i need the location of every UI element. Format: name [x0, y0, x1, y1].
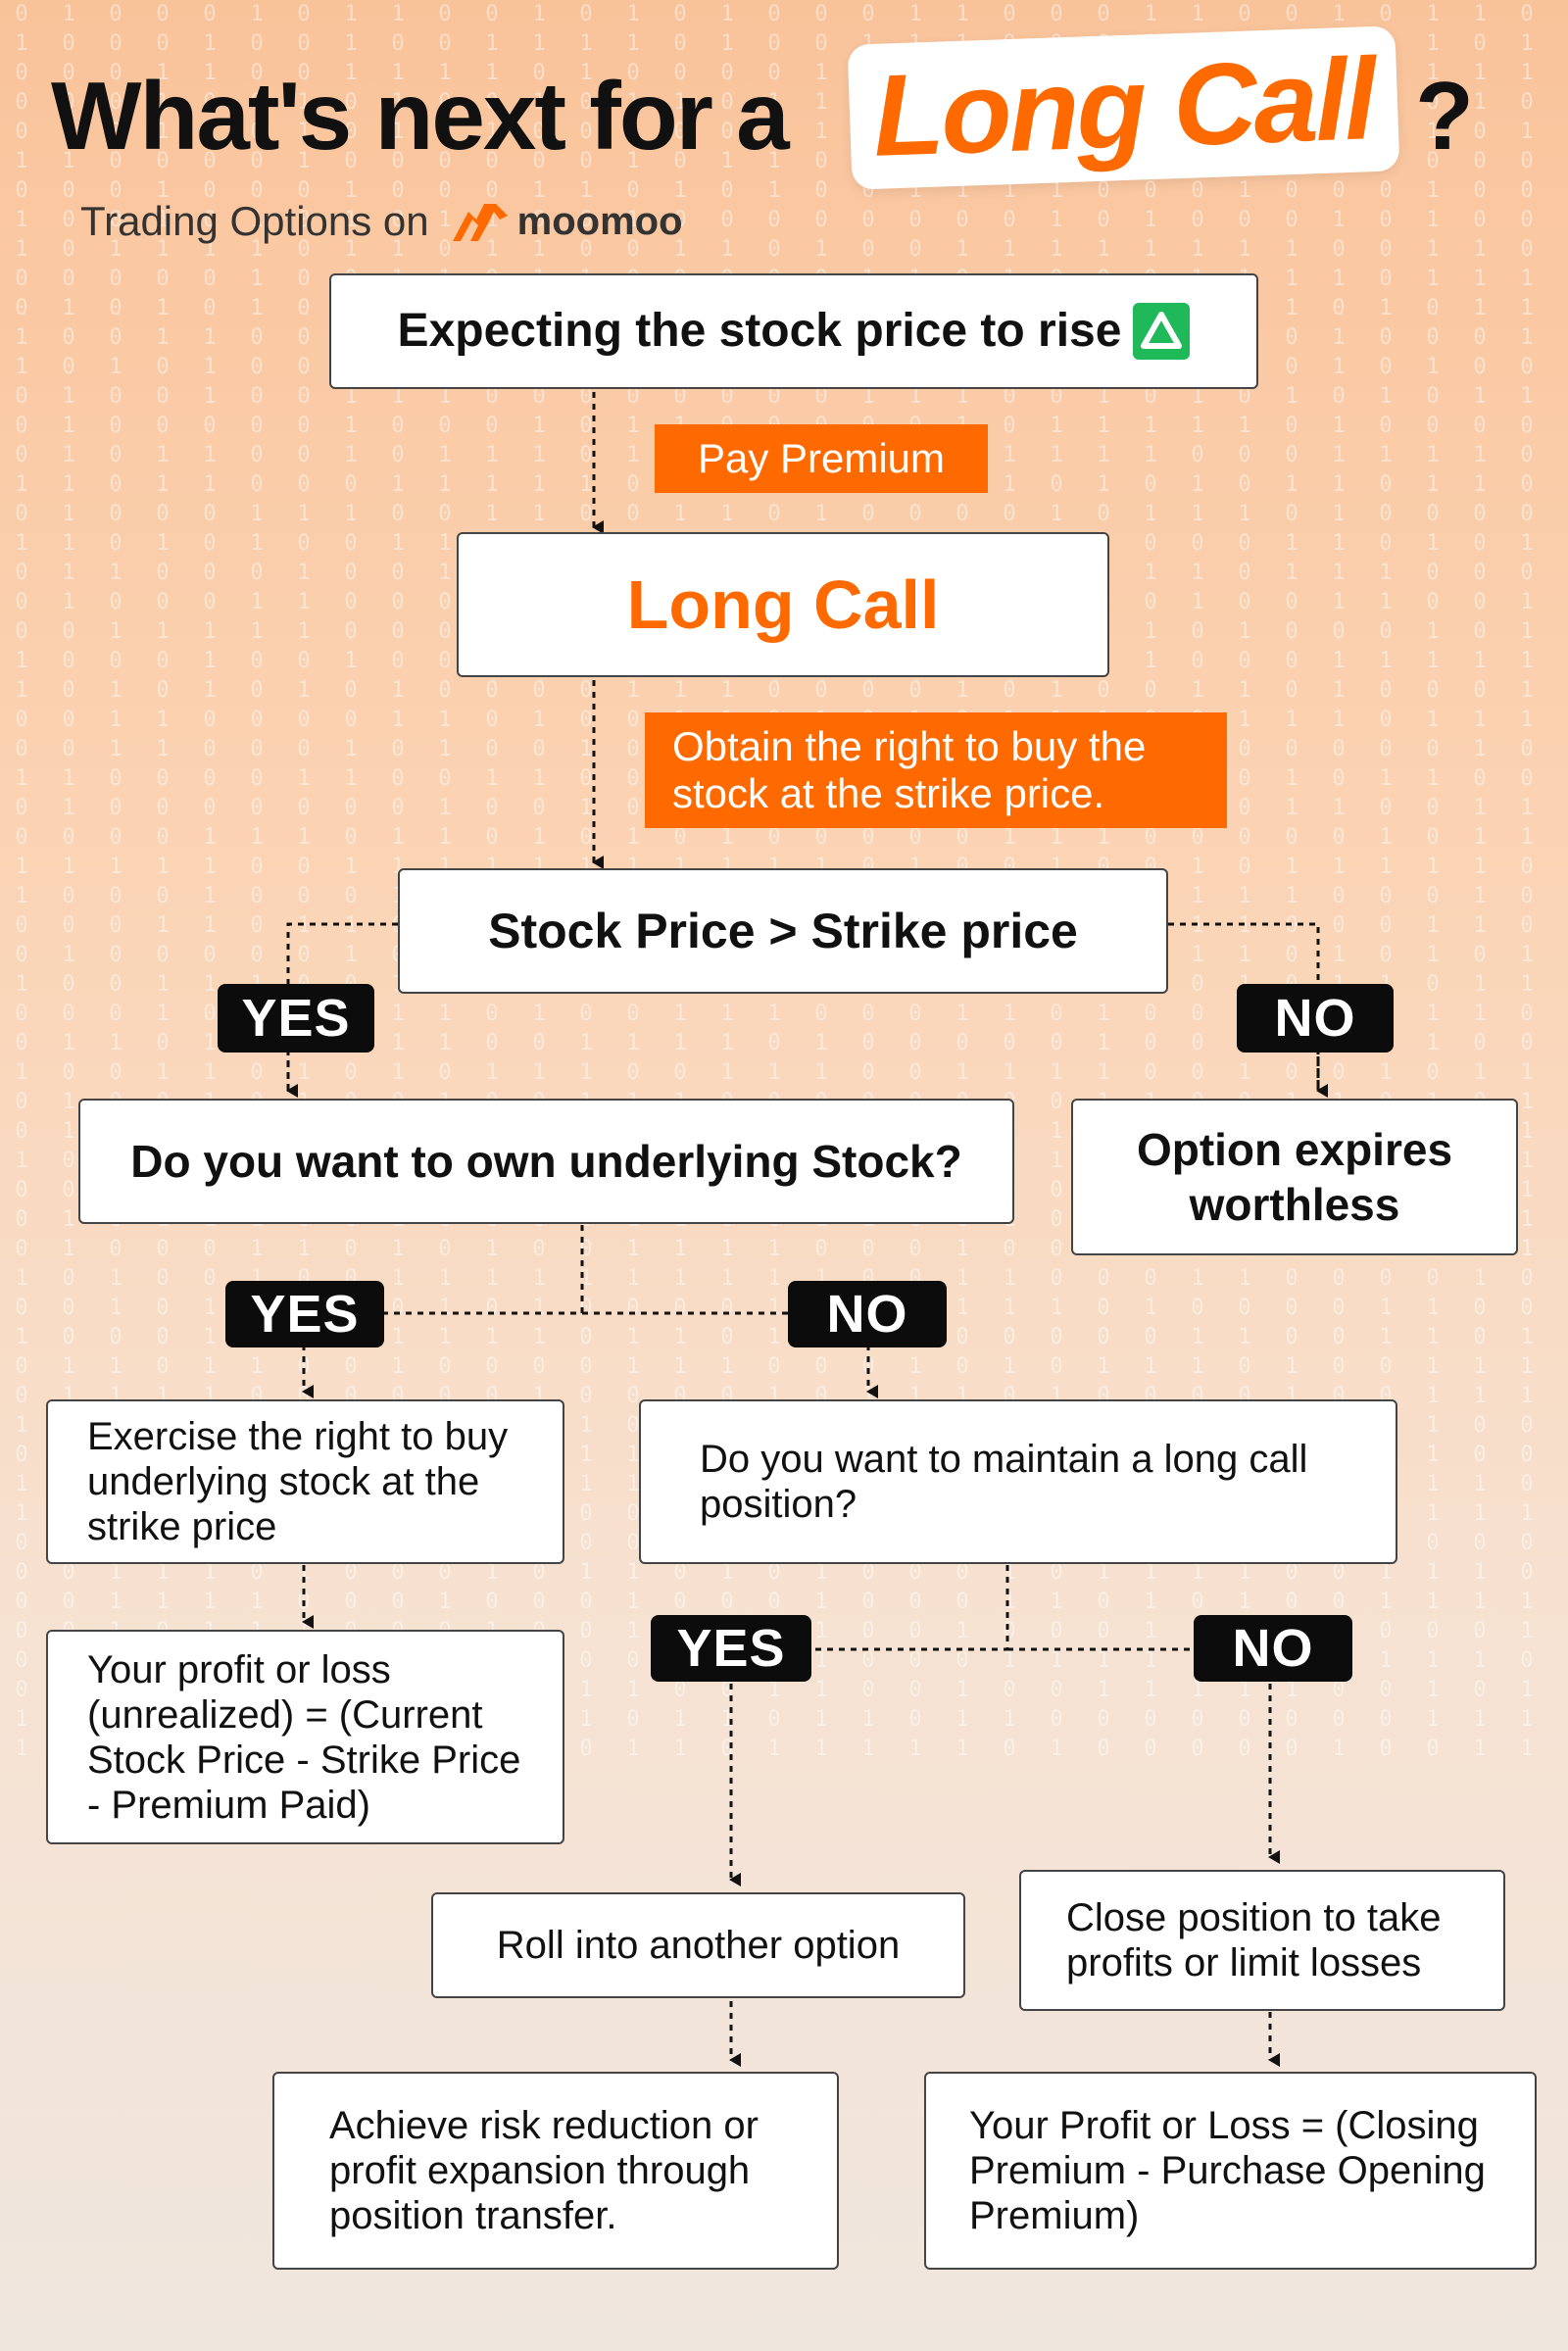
brand-name: moomoo [516, 199, 683, 243]
subtitle: Trading Options on [80, 198, 429, 244]
maintain-question-box: Do you want to maintain a long call posi… [639, 1399, 1397, 1564]
green-up-triangle-icon [1133, 303, 1191, 360]
subtitle-row: Trading Options on moomoo [80, 192, 683, 251]
condition-text: Stock Price > Strike price [488, 904, 1078, 958]
close-position-box: Close position to take profits or limit … [1019, 1870, 1505, 2011]
yes-label-own-stock: YES [225, 1281, 384, 1347]
start-box: Expecting the stock price to rise [329, 273, 1258, 389]
risk-reduction-box: Achieve risk reduction or profit expansi… [272, 2072, 839, 2270]
moomoo-bull-logo-icon [452, 204, 508, 241]
option-expires-text: Option expires worthless [1136, 1124, 1453, 1230]
no-label-condition: NO [1237, 984, 1394, 1053]
unrealized-pl-text: Your profit or loss (unrealized) = (Curr… [87, 1647, 521, 1827]
closing-pl-text: Your Profit or Loss = (Closing Premium -… [969, 2104, 1486, 2237]
page-title-prefix: What's next for a [51, 62, 790, 170]
exercise-box: Exercise the right to buy underlying sto… [46, 1399, 564, 1564]
roll-text: Roll into another option [496, 1924, 901, 1967]
risk-reduction-text: Achieve risk reduction or profit expansi… [329, 2104, 759, 2237]
no-label-maintain: NO [1194, 1615, 1352, 1682]
roll-box: Roll into another option [431, 1892, 965, 1998]
own-stock-question-box: Do you want to own underlying Stock? [78, 1099, 1014, 1224]
obtain-right-tag: Obtain the right to buy the stock at the… [645, 712, 1227, 828]
title-highlight-badge: Long Call [847, 25, 1399, 190]
page-title-highlight: Long Call [870, 34, 1376, 181]
yes-label-maintain: YES [651, 1615, 811, 1682]
long-call-box: Long Call [457, 532, 1109, 677]
condition-box: Stock Price > Strike price [398, 868, 1168, 994]
own-stock-question-text: Do you want to own underlying Stock? [130, 1136, 962, 1187]
no-label-own-stock: NO [788, 1281, 947, 1347]
closing-pl-box: Your Profit or Loss = (Closing Premium -… [924, 2072, 1537, 2270]
pay-premium-tag: Pay Premium [655, 424, 988, 493]
start-text: Expecting the stock price to rise [397, 305, 1122, 357]
option-expires-box: Option expires worthless [1071, 1099, 1518, 1255]
yes-label-condition: YES [218, 984, 374, 1053]
exercise-text: Exercise the right to buy underlying sto… [87, 1415, 509, 1548]
page-title-suffix: ? [1415, 62, 1474, 170]
long-call-text: Long Call [626, 566, 940, 643]
maintain-question-text: Do you want to maintain a long call posi… [700, 1438, 1308, 1526]
unrealized-pl-box: Your profit or loss (unrealized) = (Curr… [46, 1630, 564, 1844]
close-position-text: Close position to take profits or limit … [1066, 1896, 1442, 1984]
connector-condition-yes [286, 922, 398, 1091]
